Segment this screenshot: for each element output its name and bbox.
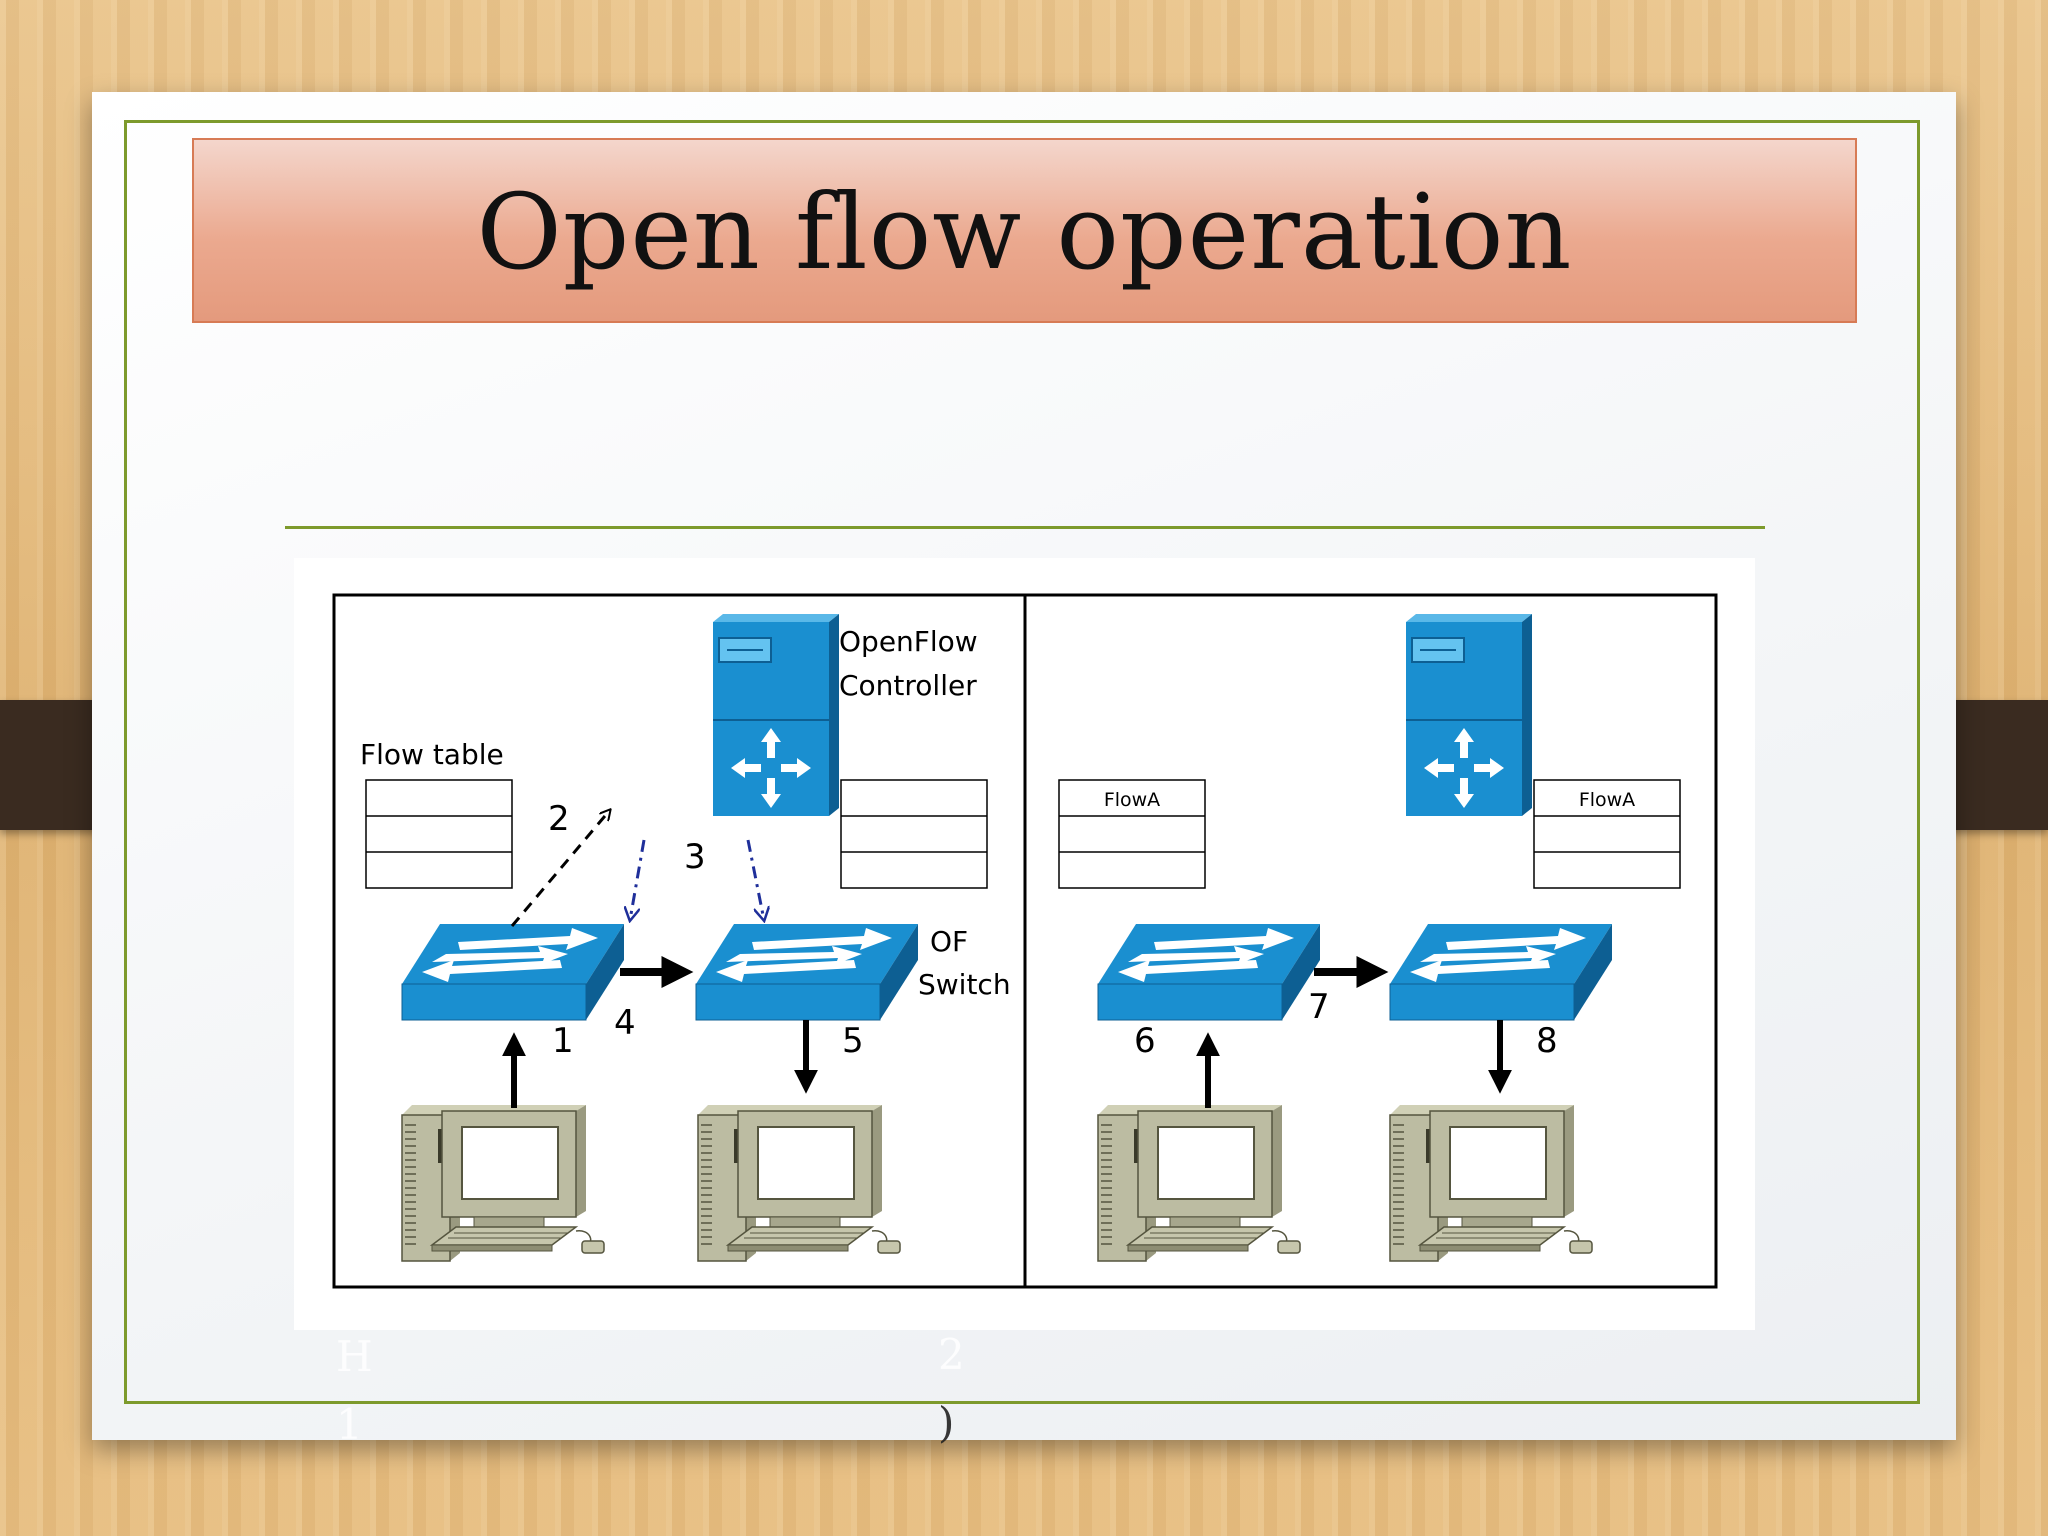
diagram-canvas: OpenFlow Controller Flow table OF Switch… bbox=[332, 593, 1718, 1289]
flow-table-right-panel-right: FlowA bbox=[1533, 779, 1681, 889]
step-label-7: 7 bbox=[1308, 987, 1330, 1027]
overflow-text-paren: ) bbox=[938, 1398, 955, 1447]
title-box: Open flow operation bbox=[192, 138, 1857, 323]
step-label-6: 6 bbox=[1134, 1021, 1156, 1061]
step-label-2: 2 bbox=[548, 799, 570, 839]
step-label-1: 1 bbox=[552, 1021, 574, 1061]
step-label-5: 5 bbox=[842, 1021, 864, 1061]
title-rule bbox=[285, 526, 1765, 529]
flow-table-right bbox=[840, 779, 988, 889]
switch-a-switch-icon bbox=[1097, 923, 1321, 1021]
controller-label-line1: OpenFlow bbox=[839, 625, 978, 658]
overflow-text-2: 2 bbox=[938, 1330, 965, 1379]
flow-entry-right: FlowA bbox=[1579, 789, 1635, 811]
arrow-2-arrow-icon bbox=[510, 810, 610, 927]
switch-label-line1: OF bbox=[930, 925, 968, 958]
switch-b-switch-icon bbox=[1389, 923, 1613, 1021]
host-b-computer-icon bbox=[1389, 1104, 1593, 1262]
openflow-diagram: OpenFlow Controller Flow table OF Switch… bbox=[294, 558, 1755, 1330]
slide: Open flow operation bbox=[92, 92, 1956, 1446]
flow-table-label: Flow table bbox=[360, 738, 504, 771]
controller-server-icon bbox=[1405, 613, 1533, 817]
step-label-3: 3 bbox=[684, 837, 706, 877]
host-a-computer-icon bbox=[1097, 1104, 1301, 1262]
slide-frame bbox=[124, 120, 1920, 1404]
step-label-4: 4 bbox=[614, 1003, 636, 1043]
of-switch-right-switch-icon bbox=[695, 923, 919, 1021]
arrow-3a-arrow-icon bbox=[630, 839, 646, 920]
overflow-text-1: 1 bbox=[336, 1400, 363, 1449]
flow-table-left bbox=[365, 779, 513, 889]
switch-label-line2: Switch bbox=[918, 968, 1011, 1001]
step-label-8: 8 bbox=[1536, 1021, 1558, 1061]
flow-entry-left: FlowA bbox=[1104, 789, 1160, 811]
host-h2-computer-icon bbox=[697, 1104, 901, 1262]
slide-title: Open flow operation bbox=[476, 171, 1573, 293]
arrow-3b-arrow-icon bbox=[746, 839, 764, 920]
of-switch-left-switch-icon bbox=[401, 923, 625, 1021]
overflow-text-h: H bbox=[336, 1332, 373, 1381]
flow-table-right-panel-left: FlowA bbox=[1058, 779, 1206, 889]
host-h1-computer-icon bbox=[401, 1104, 605, 1262]
controller-label-line2: Controller bbox=[839, 669, 977, 702]
openflow-controller-server-icon bbox=[712, 613, 840, 817]
